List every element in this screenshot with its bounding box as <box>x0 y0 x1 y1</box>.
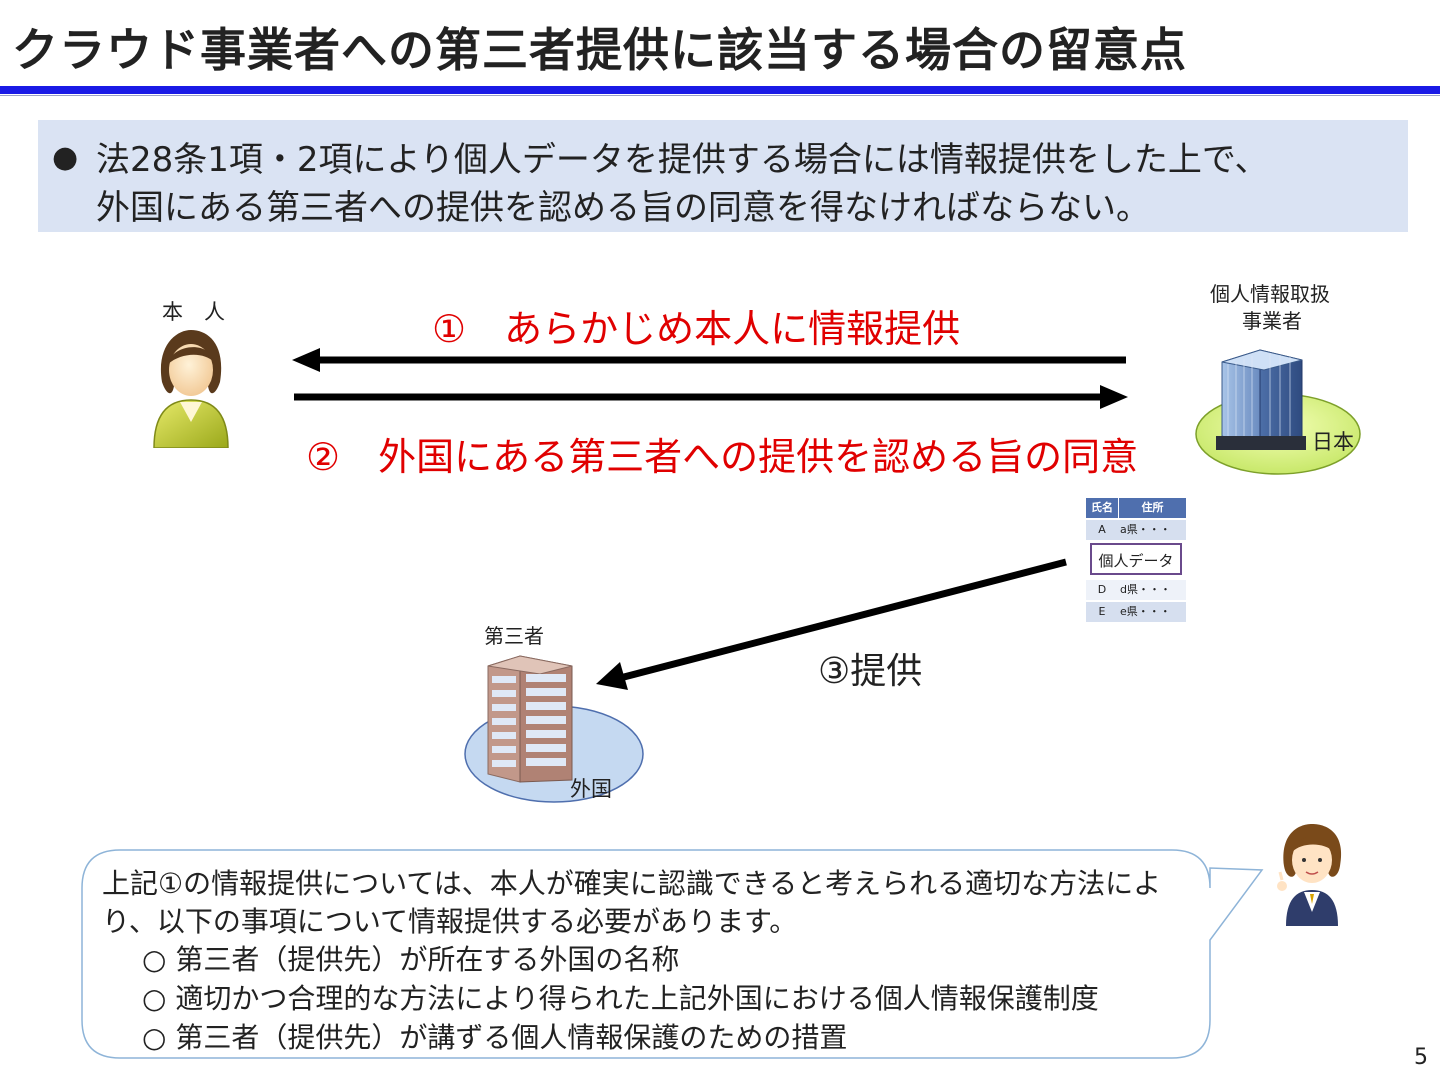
speech-bubble-outline <box>81 849 1264 1059</box>
arrow-left-head <box>292 348 320 372</box>
personal-data-table: 氏名 住所 A a県・・・ D d県・・・ E e県・・・ <box>1086 498 1186 624</box>
table-cell: e県・・・ <box>1120 605 1171 618</box>
step1-label: ① あらかじめ本人に情報提供 <box>432 307 961 351</box>
guide-woman-icon <box>1277 824 1342 926</box>
title-underline <box>0 86 1440 94</box>
exchange-arrows <box>292 348 1128 409</box>
table-header-name: 氏名 <box>1086 498 1119 518</box>
table-cell: E <box>1098 605 1106 618</box>
person-icon <box>153 330 229 448</box>
bullet-icon: ● <box>52 140 79 175</box>
business-building-icon <box>1195 349 1361 475</box>
note-line-2: り、以下の事項について情報提供する必要があります。 <box>102 905 798 938</box>
business-label-line2: 事業者 <box>1242 309 1302 333</box>
page-number: 5 <box>1414 1045 1428 1070</box>
japan-label: 日本 <box>1312 430 1354 454</box>
table-cell: D <box>1097 583 1107 596</box>
note-item-3: ○ 第三者（提供先）が講ずる個人情報保護のための措置 <box>142 1021 848 1054</box>
provide-arrow <box>596 558 1067 690</box>
arrow-right-head <box>1100 385 1128 409</box>
title-underline-thin <box>0 95 1440 96</box>
business-label-line1: 個人情報取扱 <box>1210 282 1330 306</box>
summary-line-1: 法28条1項・2項により個人データを提供する場合には情報提供をした上で、 <box>96 140 1269 180</box>
foreign-label: 外国 <box>570 777 612 801</box>
summary-box: ● 法28条1項・2項により個人データを提供する場合には情報提供をした上で、 外… <box>38 120 1408 232</box>
table-row: D d県・・・ <box>1086 580 1186 600</box>
table-row: E e県・・・ <box>1086 602 1186 622</box>
third-party-label: 第三者 <box>484 624 544 648</box>
step3-label: ③提供 <box>818 651 923 692</box>
summary-line-2: 外国にある第三者への提供を認める旨の同意を得なければならない。 <box>96 188 1150 228</box>
table-header-address: 住所 <box>1141 501 1164 514</box>
page-title: クラウド事業者への第三者提供に該当する場合の留意点 <box>12 23 1187 77</box>
person-label: 本 人 <box>162 300 225 324</box>
note-line-1: 上記①の情報提供については、本人が確実に認識できると考えられる適切な方法によ <box>102 867 1162 900</box>
step2-label: ② 外国にある第三者への提供を認める旨の同意 <box>306 435 1139 479</box>
note-bubble: 上記①の情報提供については、本人が確実に認識できると考えられる適切な方法によ り… <box>80 848 1210 1058</box>
note-item-2: ○ 適切かつ合理的な方法により得られた上記外国における個人情報保護制度 <box>142 982 1099 1015</box>
third-party-building-icon <box>464 655 644 803</box>
table-cell: a県・・・ <box>1120 523 1171 536</box>
personal-data-label: 個人データ <box>1090 543 1182 575</box>
table-row: A a県・・・ <box>1086 520 1186 540</box>
table-cell: d県・・・ <box>1120 583 1171 596</box>
table-cell: A <box>1098 523 1106 536</box>
note-item-1: ○ 第三者（提供先）が所在する外国の名称 <box>142 943 680 976</box>
